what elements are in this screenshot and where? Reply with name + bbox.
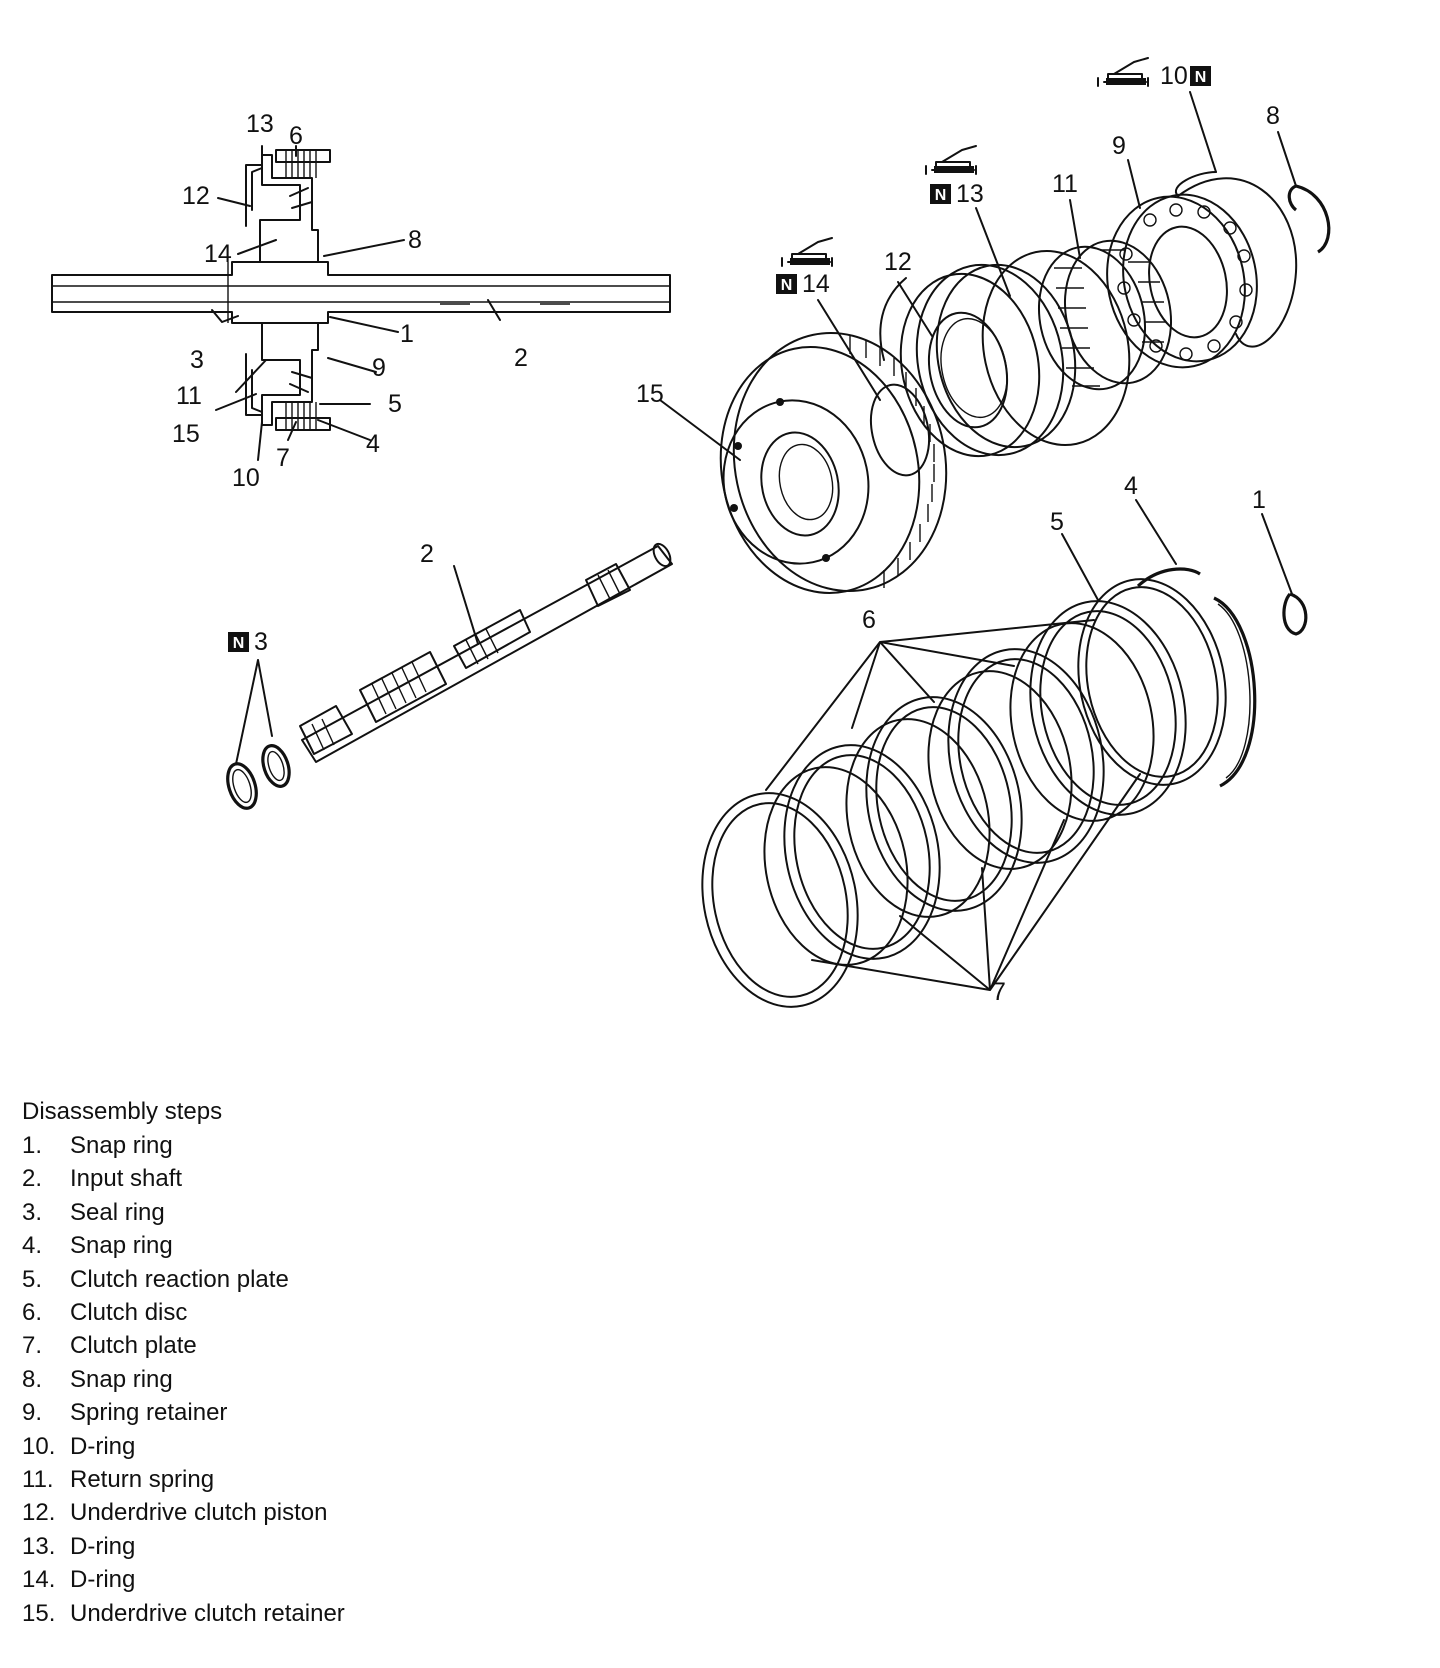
legend-title: Disassembly steps — [22, 1098, 223, 1125]
callout-9-exploded: 9 — [1112, 132, 1126, 160]
legend-list: 1. Snap ring 2. Input shaft 3. Seal ring 4.… — [22, 1129, 722, 1630]
legend-label: Underdrive clutch piston — [70, 1499, 328, 1527]
legend-num: 13. — [22, 1532, 56, 1560]
legend-num: 1. — [22, 1132, 43, 1159]
callout-15-section: 15 — [172, 420, 200, 448]
callout-15-exploded: 15 — [636, 380, 664, 408]
legend-label: Return spring — [70, 1466, 215, 1494]
list-item: 11. Return spring — [22, 1463, 722, 1496]
callout-9-section: 9 — [372, 354, 386, 382]
list-item: 10. D-ring — [22, 1430, 722, 1463]
legend-label: Input shaft — [70, 1165, 183, 1193]
list-item: 5. Clutch reaction plate — [22, 1263, 722, 1296]
spring-retainer-illustration: 9 — [1106, 132, 1258, 369]
exploded-diagram: N 13 6 12 14 8 1 2 3 9 11 5 15 4 7 10 — [51, 57, 1331, 1008]
legend-num: 6. — [22, 1299, 43, 1327]
list-item: 15. Underdrive clutch retainer — [22, 1597, 722, 1630]
legend-label: Snap ring — [70, 1132, 173, 1159]
legend-num: 4. — [22, 1232, 43, 1260]
callout-3-section: 3 — [190, 346, 204, 374]
d-ring-13-illustration: 13 — [925, 145, 1131, 447]
legend-label: Spring retainer — [70, 1399, 228, 1427]
legend-label: Underdrive clutch retainer — [70, 1599, 345, 1627]
callout-5-section: 5 — [388, 390, 402, 418]
disassembly-legend: Disassembly steps 1. Snap ring 2. Input sh… — [22, 1095, 722, 1630]
callout-4-exploded: 4 — [1124, 472, 1138, 500]
list-item: 1. Snap ring — [22, 1129, 722, 1162]
callout-11-exploded: 11 — [1052, 170, 1078, 198]
callout-12-exploded: 12 — [884, 248, 912, 276]
legend-label: Clutch disc — [70, 1299, 188, 1327]
list-item: 4. Snap ring — [22, 1229, 722, 1262]
legend-num: 12. — [22, 1499, 56, 1527]
clutch-pack-illustration: 6 7 5 4 1 — [701, 472, 1308, 1008]
callout-1-section: 1 — [400, 320, 414, 348]
list-item: 13. D-ring — [22, 1530, 722, 1563]
callout-14-section: 14 — [204, 240, 232, 268]
legend-num: 14. — [22, 1566, 56, 1594]
list-item: 3. Seal ring — [22, 1196, 722, 1229]
callout-2-section: 2 — [514, 344, 528, 372]
legend-num: 15. — [22, 1599, 56, 1627]
input-shaft-illustration: 2 — [299, 540, 673, 763]
callout-2-shaft: 2 — [420, 540, 434, 568]
callout-7-section: 7 — [276, 444, 290, 472]
callout-10-exploded: 10 — [1160, 62, 1188, 90]
list-item: 7. Clutch plate — [22, 1329, 722, 1362]
clutch-retainer-illustration: 15 — [636, 331, 948, 594]
callout-10-section: 10 — [232, 464, 260, 492]
legend-label: D-ring — [70, 1532, 136, 1560]
callout-8-section: 8 — [408, 226, 422, 254]
list-item: 8. Snap ring — [22, 1363, 722, 1396]
list-item: 14. D-ring — [22, 1563, 722, 1596]
callout-4-section: 4 — [366, 430, 380, 458]
callout-13-section: 13 — [246, 110, 274, 138]
list-item: 6. Clutch disc — [22, 1296, 722, 1329]
sectional-view: 13 6 12 14 8 1 2 3 9 11 5 15 4 7 10 — [51, 110, 671, 492]
callout-7-exploded: 7 — [992, 978, 1006, 1006]
list-item: 2. Input shaft — [22, 1162, 722, 1195]
legend-label: Snap ring — [70, 1365, 173, 1393]
legend-num: 10. — [22, 1432, 56, 1460]
legend-num: 3. — [22, 1198, 43, 1226]
callout-3-seal: 3 — [254, 628, 268, 656]
legend-num: 7. — [22, 1332, 43, 1360]
snap-ring-8-illustration: 8 — [1266, 102, 1331, 254]
legend-num: 8. — [22, 1365, 43, 1393]
list-item: 9. Spring retainer — [22, 1396, 722, 1429]
callout-1-exploded: 1 — [1252, 486, 1266, 514]
legend-label: Snap ring — [70, 1232, 173, 1260]
seal-rings-illustration: 3 — [226, 628, 291, 810]
return-spring-illustration: 11 — [1037, 170, 1173, 391]
callout-11-section: 11 — [176, 382, 202, 410]
d-ring-10-illustration: 10 — [1097, 57, 1298, 348]
callout-12-section: 12 — [182, 182, 210, 210]
callout-6-section: 6 — [289, 122, 303, 150]
d-ring-14-illustration: 14 — [776, 237, 931, 477]
list-item: 12. Underdrive clutch piston — [22, 1496, 722, 1529]
callout-6-exploded: 6 — [862, 606, 876, 634]
legend-num: 2. — [22, 1165, 43, 1193]
callout-14-exploded: 14 — [802, 270, 830, 298]
callout-8-exploded: 8 — [1266, 102, 1280, 130]
legend-num: 5. — [22, 1265, 43, 1293]
callout-5-exploded: 5 — [1050, 508, 1064, 536]
legend-num: 11. — [22, 1466, 54, 1494]
legend-label: D-ring — [70, 1432, 136, 1460]
callout-13-exploded: 13 — [956, 180, 984, 208]
legend-label: Clutch reaction plate — [70, 1265, 289, 1293]
legend-num: 9. — [22, 1399, 43, 1427]
legend-label: Clutch plate — [70, 1332, 197, 1360]
legend-label: Seal ring — [70, 1198, 165, 1226]
legend-label: D-ring — [70, 1566, 136, 1594]
